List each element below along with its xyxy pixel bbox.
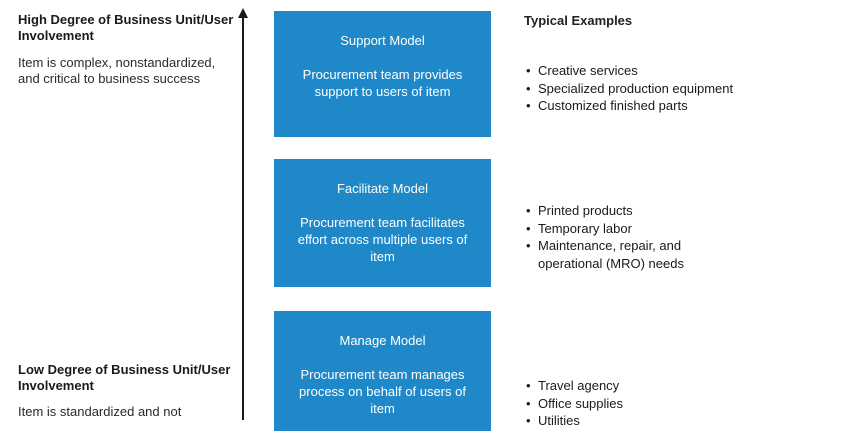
model-title: Facilitate Model [336, 181, 429, 196]
support-model-box: Support Model Procurement team provides … [274, 11, 491, 137]
examples-list-support: Creative services Specialized production… [524, 62, 844, 115]
examples-list-facilitate: Printed products Temporary labor Mainten… [524, 202, 744, 272]
low-involvement-description: Item is standardized and not [18, 404, 182, 419]
typical-examples-heading: Typical Examples [524, 13, 633, 28]
list-item: Creative services [524, 62, 844, 80]
list-item: Customized finished parts [524, 97, 844, 115]
high-involvement-heading: High Degree of Business Unit/User Involv… [18, 12, 234, 43]
list-item: Office supplies [524, 395, 744, 413]
involvement-axis-line [242, 14, 244, 420]
model-description: Procurement team facilitates effort acro… [297, 215, 468, 264]
high-involvement-description: Item is complex, nonstandardized, and cr… [18, 55, 216, 86]
model-title: Support Model [340, 33, 425, 48]
list-item: Specialized production equipment [524, 80, 844, 98]
model-title: Manage Model [339, 333, 426, 348]
list-item: Utilities [524, 412, 744, 430]
list-item: Printed products [524, 202, 744, 220]
facilitate-model-box: Facilitate Model Procurement team facili… [274, 159, 491, 287]
model-description: Procurement team manages process on beha… [299, 367, 466, 416]
list-item: Maintenance, repair, and operational (MR… [524, 237, 744, 272]
manage-model-box: Manage Model Procurement team manages pr… [274, 311, 491, 431]
low-involvement-heading: Low Degree of Business Unit/User Involve… [18, 362, 231, 393]
list-item: Travel agency [524, 377, 744, 395]
arrow-up-icon [238, 8, 248, 18]
model-description: Procurement team provides support to use… [302, 67, 463, 99]
list-item: Temporary labor [524, 220, 744, 238]
examples-list-manage: Travel agency Office supplies Utilities [524, 377, 744, 430]
